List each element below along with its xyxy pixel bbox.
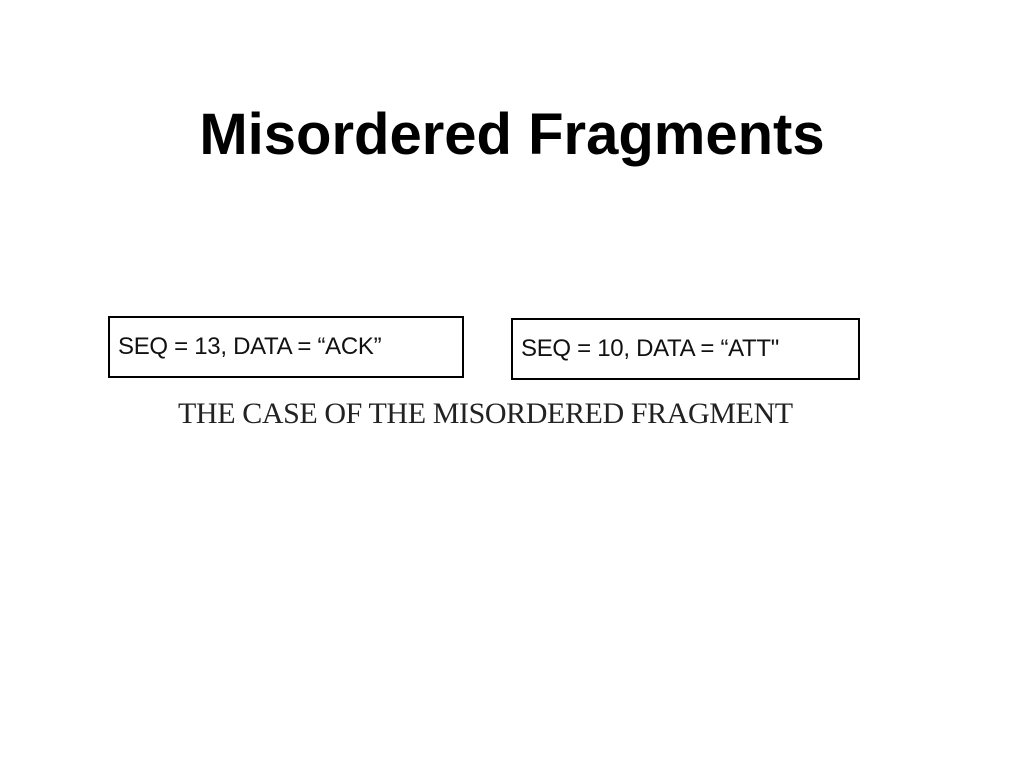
slide-title: Misordered Fragments	[199, 101, 825, 167]
fragment-label: SEQ = 13, DATA = “ACK”	[118, 333, 382, 360]
fragment-box-seq-10: SEQ = 10, DATA = “ATT"	[511, 318, 860, 380]
fragment-box-seq-13: SEQ = 13, DATA = “ACK”	[108, 316, 464, 378]
fragment-label: SEQ = 10, DATA = “ATT"	[521, 335, 779, 362]
diagram-caption: THE CASE OF THE MISORDERED FRAGMENT	[178, 397, 793, 430]
